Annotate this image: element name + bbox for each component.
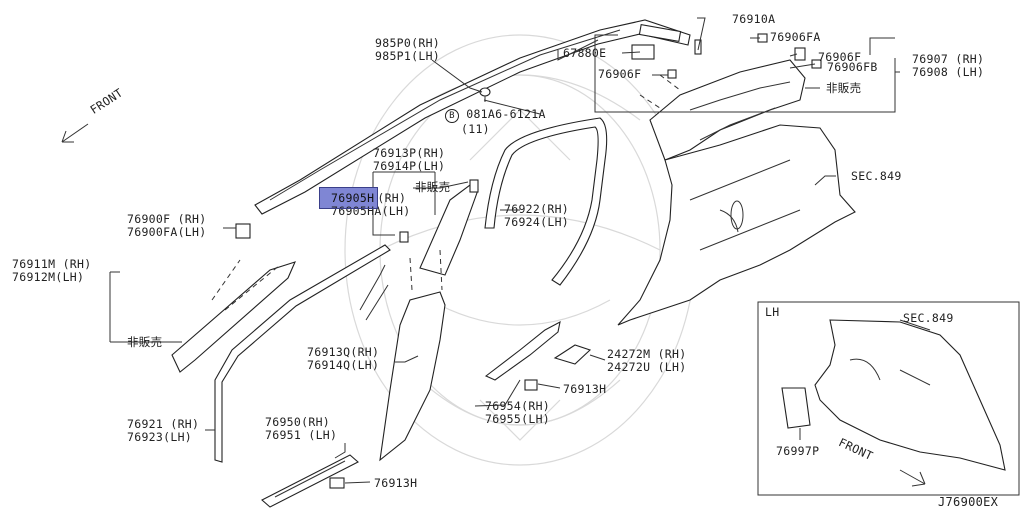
callout-76913h-a-line1: 76913H	[563, 382, 607, 396]
callout-76954-line2: 76955(LH)	[485, 412, 551, 426]
lh-inset	[757, 301, 1020, 496]
curtain-airbag	[254, 19, 691, 215]
callout-76907-line2: 76908 (LH)	[912, 65, 985, 79]
callout-sec849-lh-line1: SEC.849	[903, 311, 954, 325]
callout-24272m-line1: 24272M (RH)	[607, 347, 687, 361]
callout-76907: 76907 (RH) 76908 (LH)	[912, 53, 984, 79]
callout-76913p: 76913P(RH) 76914P(LH)	[373, 147, 445, 173]
callout-76911m-line2: 76912M(LH)	[12, 270, 85, 284]
callout-76922: 76922(RH) 76924(LH)	[504, 203, 569, 229]
callout-76911m: 76911M (RH) 76912M(LH)	[12, 258, 91, 284]
callout-76910a: 76910A	[732, 13, 775, 26]
callout-76950: 76950(RH) 76951 (LH)	[265, 416, 337, 442]
callout-76921-line1: 76921 (RH)	[127, 417, 200, 431]
diagram-code: J76900EX	[938, 495, 999, 509]
front-arrow-lh	[899, 469, 926, 487]
callout-76905h-line2: 76905HA(LH)	[331, 204, 411, 218]
front-pillar-garnish	[171, 223, 296, 373]
highlighted-part-number: 76905H	[318, 187, 379, 209]
callout-67880e: 67880E	[563, 47, 606, 60]
callout-985p0-line1: 985P0(RH)	[375, 36, 441, 50]
callout-76905h: 76905H(RH) 76905HA(LH)	[318, 187, 411, 218]
callout-76913h-b-line1: 76913H	[374, 476, 418, 490]
callout-76921-line2: 76923(LH)	[127, 430, 193, 444]
callout-76906f-left-line1: 76906F	[598, 67, 642, 81]
callout-sec849-lh: SEC.849	[903, 312, 954, 325]
callout-76906f-right: 76906F	[818, 51, 861, 64]
callout-76913q-line1: 76913Q(RH)	[307, 345, 380, 359]
callout-hihanbai-2-line1: 非販売	[415, 180, 451, 194]
callout-76906fb-line1: 76906FB	[827, 60, 878, 74]
callout-76913q: 76913Q(RH) 76914Q(LH)	[307, 346, 379, 372]
callout-76910a-line1: 76910A	[732, 12, 776, 26]
callout-76900f: 76900F (RH) 76900FA(LH)	[127, 213, 206, 239]
callout-081a6-line1: 081A6-6121A	[466, 107, 546, 121]
callout-hihanbai-2: 非販売	[415, 181, 450, 194]
quarter-panel-sec849	[617, 124, 856, 326]
callout-24272m: 24272M (RH) 24272U (LH)	[607, 348, 686, 374]
callout-76913p-line2: 76914P(LH)	[373, 159, 446, 173]
callout-76997p-line1: 76997P	[776, 444, 820, 458]
rear-kick-plate	[484, 320, 561, 391]
callout-76950-line2: 76951 (LH)	[265, 428, 338, 442]
callout-lh: LH	[765, 306, 779, 319]
callout-985p0-line2: 985P1(LH)	[375, 49, 441, 63]
callout-76922-line2: 76924(LH)	[504, 215, 570, 229]
harness-clip	[553, 344, 592, 365]
center-pillar-upper	[399, 179, 479, 276]
callout-76997p: 76997P	[776, 445, 819, 458]
callout-081a6: B 081A6-6121A (11)	[445, 108, 546, 136]
callout-24272m-line2: 24272U (LH)	[607, 360, 687, 374]
callout-76913h-a: 76913H	[563, 383, 606, 396]
dashed-guides	[211, 74, 681, 311]
callout-hihanbai-3: 非販売	[127, 336, 162, 349]
callout-sec849: SEC.849	[851, 170, 902, 183]
callout-hihanbai-3-line1: 非販売	[127, 335, 163, 349]
quarter-upper-trim	[631, 33, 822, 161]
callout-081a6-line2: (11)	[461, 122, 490, 136]
circled-b-icon: B	[445, 109, 459, 123]
callout-67880e-line1: 67880E	[563, 46, 607, 60]
callout-76954: 76954(RH) 76955(LH)	[485, 400, 550, 426]
callout-76950-line1: 76950(RH)	[265, 415, 331, 429]
callout-76906fa-line1: 76906FA	[770, 30, 821, 44]
front-weatherstrip	[214, 244, 391, 463]
callout-76906fb: 76906FB	[827, 61, 878, 74]
front-arrow	[61, 123, 89, 143]
callout-76905h-suffix: (RH)	[377, 191, 407, 205]
callout-76913h-b: 76913H	[374, 477, 417, 490]
callout-76906f-left: 76906F	[598, 68, 641, 81]
callout-hihanbai-1-line1: 非販売	[826, 81, 862, 95]
door-weatherstrip	[484, 117, 608, 286]
callout-76921: 76921 (RH) 76923(LH)	[127, 418, 199, 444]
callout-lh-line1: LH	[765, 305, 780, 319]
callout-76906fa: 76906FA	[770, 31, 821, 44]
center-pillar-lower	[359, 264, 446, 462]
callout-76900f-line1: 76900F (RH)	[127, 212, 207, 226]
callout-76907-line1: 76907 (RH)	[912, 52, 985, 66]
front-kick-plate	[261, 454, 359, 508]
callout-76954-line1: 76954(RH)	[485, 399, 551, 413]
callout-hihanbai-1: 非販売	[826, 82, 861, 95]
callout-sec849-line1: SEC.849	[851, 169, 902, 183]
callout-76906f-right-line1: 76906F	[818, 50, 862, 64]
callout-76911m-line1: 76911M (RH)	[12, 257, 92, 271]
callout-76900f-line2: 76900FA(LH)	[127, 225, 207, 239]
callout-76905h-line1: 76905H(RH)	[318, 187, 410, 209]
callout-76913p-line1: 76913P(RH)	[373, 146, 446, 160]
callout-76913q-line2: 76914Q(LH)	[307, 358, 380, 372]
callout-76922-line1: 76922(RH)	[504, 202, 570, 216]
callout-985p0: 985P0(RH) 985P1(LH)	[375, 37, 440, 63]
